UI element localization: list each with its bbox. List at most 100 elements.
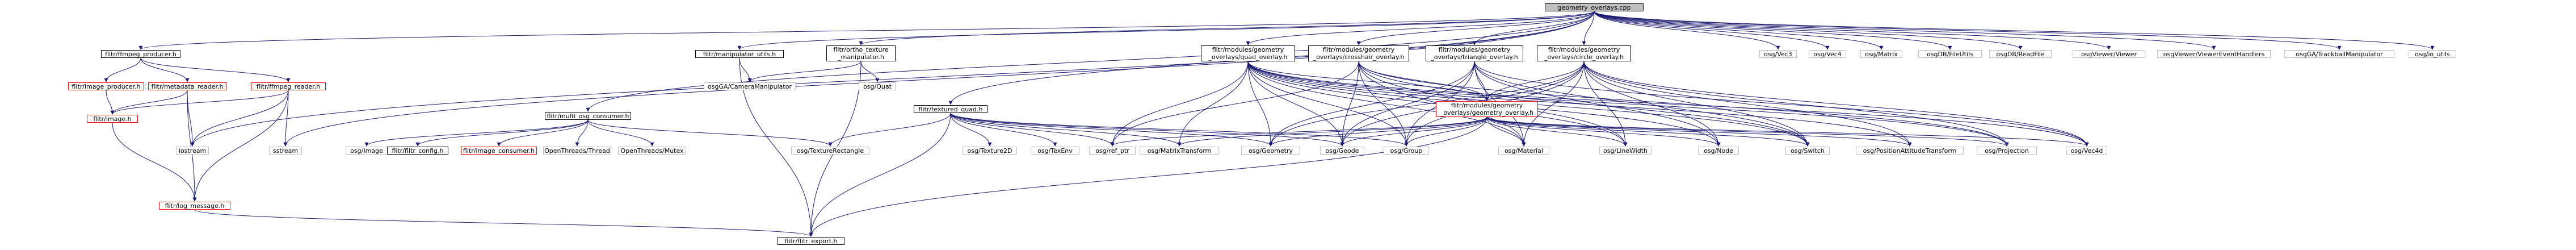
edge-root-to-ffmpeg-producer bbox=[138, 11, 1595, 50]
node-label: flitr/ortho_texture bbox=[833, 46, 889, 53]
node-label: osg/Image bbox=[350, 147, 383, 155]
node-label: _manipulator.h bbox=[838, 53, 884, 61]
edge-root-to-osg-matrix bbox=[1594, 11, 1884, 50]
node-label: osg/Group bbox=[1390, 147, 1423, 155]
node-label: osg/Matrix bbox=[1865, 50, 1898, 58]
node-label: flitr/image_consumer.h bbox=[463, 147, 535, 155]
edge-root-to-osg-vec4 bbox=[1594, 11, 1830, 50]
edge-ffmpeg-producer-to-ffmpeg-reader bbox=[140, 57, 291, 82]
edge-log-message-to-flitr-export bbox=[194, 209, 813, 237]
node-triangle-overlay[interactable]: flitr/modules/geometry_overlays/triangle… bbox=[1426, 45, 1523, 61]
node-geometry-overlay[interactable]: flitr/modules/geometry_overlays/geometry… bbox=[1436, 101, 1538, 117]
node-label: _overlays/crosshair_overlay.h bbox=[1313, 53, 1405, 61]
node-log-message[interactable]: flitr/log_message.h bbox=[159, 202, 230, 210]
node-osgviewer-viewer: osgViewer/Viewer bbox=[2073, 50, 2145, 58]
edge-multi-osg-consumer-to-osg-texture-rectangle bbox=[587, 119, 833, 147]
node-osg-matrix-transform: osg/MatrixTransform bbox=[1140, 147, 1219, 155]
node-metadata-reader[interactable]: flitr/metadata_reader.h bbox=[148, 82, 226, 90]
node-flitr-config[interactable]: flitr/flitr_config.h bbox=[387, 147, 448, 155]
node-label: _overlays/geometry_overlay.h bbox=[1440, 109, 1534, 116]
node-label: flitr/modules/geometry bbox=[1322, 46, 1395, 53]
node-image[interactable]: flitr/image.h bbox=[87, 115, 138, 123]
edge-textured-quad-to-osg-texture2d bbox=[950, 113, 992, 147]
edge-circle-overlay-to-osg-material bbox=[1522, 61, 1585, 147]
edge-root-to-osgga-trackball bbox=[1594, 11, 2342, 50]
edge-triangle-overlay-to-osg-geode bbox=[1340, 61, 1475, 147]
node-label: osg/MatrixTransform bbox=[1147, 147, 1212, 155]
node-iostream: iostream bbox=[176, 147, 209, 155]
edge-triangle-overlay-to-osg-geometry bbox=[1268, 61, 1475, 147]
node-osg-geode: osg/Geode bbox=[1320, 147, 1364, 155]
edge-geometry-overlay-to-osg-linewidth bbox=[1486, 116, 1628, 147]
node-ortho-texture-manipulator[interactable]: flitr/ortho_texture_manipulator.h bbox=[826, 45, 896, 61]
edge-image-to-log-message bbox=[112, 122, 197, 202]
node-label: osg/Geode bbox=[1325, 147, 1359, 155]
edge-triangle-overlay-to-osg-vec4d bbox=[1474, 61, 2089, 147]
edge-multi-osg-consumer-to-openthreads-mutex bbox=[587, 119, 654, 147]
node-ffmpeg-producer[interactable]: flitr/ffmpeg_producer.h bbox=[101, 50, 180, 58]
edge-geometry-overlay-to-osg-matrix-transform bbox=[1177, 116, 1487, 147]
edge-root-to-quad-overlay bbox=[1246, 11, 1595, 45]
node-label: osg/Geometry bbox=[1249, 147, 1293, 155]
edge-ffmpeg-reader-to-iostream bbox=[190, 90, 289, 147]
node-label: _overlays/triangle_overlay.h bbox=[1431, 53, 1518, 61]
edge-ffmpeg-producer-to-image-producer bbox=[104, 57, 141, 82]
node-label: _overlays/circle_overlay.h bbox=[1544, 53, 1624, 61]
node-label: geometry_overlays.cpp bbox=[1557, 3, 1631, 11]
node-crosshair-overlay[interactable]: flitr/modules/geometry_overlays/crosshai… bbox=[1308, 45, 1409, 61]
node-circle-overlay[interactable]: flitr/modules/geometry_overlays/circle_o… bbox=[1537, 45, 1631, 61]
edge-root-to-ortho-texture-manipulator bbox=[859, 11, 1595, 45]
node-label: osg/TextureRectangle bbox=[796, 147, 864, 155]
edge-textured-quad-to-osg-matrix-transform bbox=[950, 113, 1182, 147]
node-label: flitr/metadata_reader.h bbox=[151, 82, 224, 90]
node-flitr-export[interactable]: flitr/flitr_export.h bbox=[778, 237, 844, 245]
node-label: osgViewer/ViewerEventHandlers bbox=[2163, 50, 2265, 58]
edge-quad-overlay-to-osg-ref-ptr bbox=[1110, 61, 1249, 147]
edge-ortho-texture-manipulator-to-camera-manipulator bbox=[747, 61, 862, 82]
node-osg-projection: osg/Projection bbox=[1977, 147, 2037, 155]
node-label: osg/ref_ptr bbox=[1095, 147, 1129, 155]
node-openthreads-mutex: OpenThreads/Mutex bbox=[618, 147, 686, 155]
edge-root-to-triangle-overlay bbox=[1472, 11, 1595, 45]
edge-triangle-overlay-to-osg-switch bbox=[1474, 61, 1810, 147]
node-image-consumer[interactable]: flitr/image_consumer.h bbox=[461, 147, 537, 155]
edge-geometry-overlay-to-osg-pat bbox=[1486, 116, 1912, 147]
edge-quad-overlay-to-osg-vec4d bbox=[1247, 61, 2089, 147]
node-label: flitr/modules/geometry bbox=[1548, 46, 1620, 53]
node-textured-quad[interactable]: flitr/textured_quad.h bbox=[914, 105, 987, 113]
node-osg-vec3: osg/Vec3 bbox=[1759, 50, 1797, 58]
edge-geometry-overlay-to-osg-projection bbox=[1486, 116, 2009, 147]
edge-root-to-manipulator-utils bbox=[737, 11, 1595, 50]
node-label: flitr/modules/geometry bbox=[1212, 46, 1284, 53]
edge-geometry-overlay-to-osg-geode bbox=[1340, 116, 1487, 147]
edge-geometry-overlay-to-osg-node bbox=[1486, 116, 1721, 147]
node-image-producer[interactable]: flitr/image_producer.h bbox=[68, 82, 144, 90]
node-osg-material: osg/Material bbox=[1498, 147, 1549, 155]
node-label: osg/Quat bbox=[863, 82, 892, 90]
node-manipulator-utils[interactable]: flitr/manipulator_utils.h bbox=[695, 50, 784, 58]
node-osgviewer-eventhandlers: osgViewer/ViewerEventHandlers bbox=[2157, 50, 2271, 58]
node-label: OpenThreads/Mutex bbox=[620, 147, 684, 155]
node-osg-ref-ptr: osg/ref_ptr bbox=[1089, 147, 1136, 155]
edge-root-to-osgdb-readfile bbox=[1594, 11, 2023, 50]
node-label: osg/Material bbox=[1505, 147, 1543, 155]
node-ffmpeg-reader[interactable]: flitr/ffmpeg_reader.h bbox=[251, 82, 326, 90]
edge-crosshair-overlay-to-osg-group bbox=[1358, 61, 1409, 147]
node-label: flitr/log_message.h bbox=[165, 202, 225, 210]
edge-textured-quad-to-flitr-export bbox=[809, 113, 951, 237]
node-label: osg/PositionAttitudeTransform bbox=[1863, 147, 1957, 155]
node-camera-manipulator: osgGA/CameraManipulator bbox=[704, 82, 796, 90]
node-multi-osg-consumer[interactable]: flitr/multi_osg_consumer.h bbox=[545, 112, 631, 120]
edge-geometry-overlay-to-osg-switch bbox=[1486, 116, 1810, 147]
edge-multi-osg-consumer-to-flitr-config bbox=[415, 119, 589, 147]
edge-ffmpeg-reader-to-image bbox=[110, 90, 289, 115]
node-label: flitr/modules/geometry bbox=[1438, 46, 1511, 53]
node-osg-image: osg/Image bbox=[346, 147, 388, 155]
node-quad-overlay[interactable]: flitr/modules/geometry_overlays/quad_ove… bbox=[1201, 45, 1295, 61]
node-label: flitr/manipulator_utils.h bbox=[703, 50, 776, 58]
node-openthreads-thread: OpenThreads/Thread bbox=[543, 147, 611, 155]
node-label: osgViewer/Viewer bbox=[2081, 50, 2137, 58]
edge-circle-overlay-to-osg-node bbox=[1583, 61, 1721, 147]
